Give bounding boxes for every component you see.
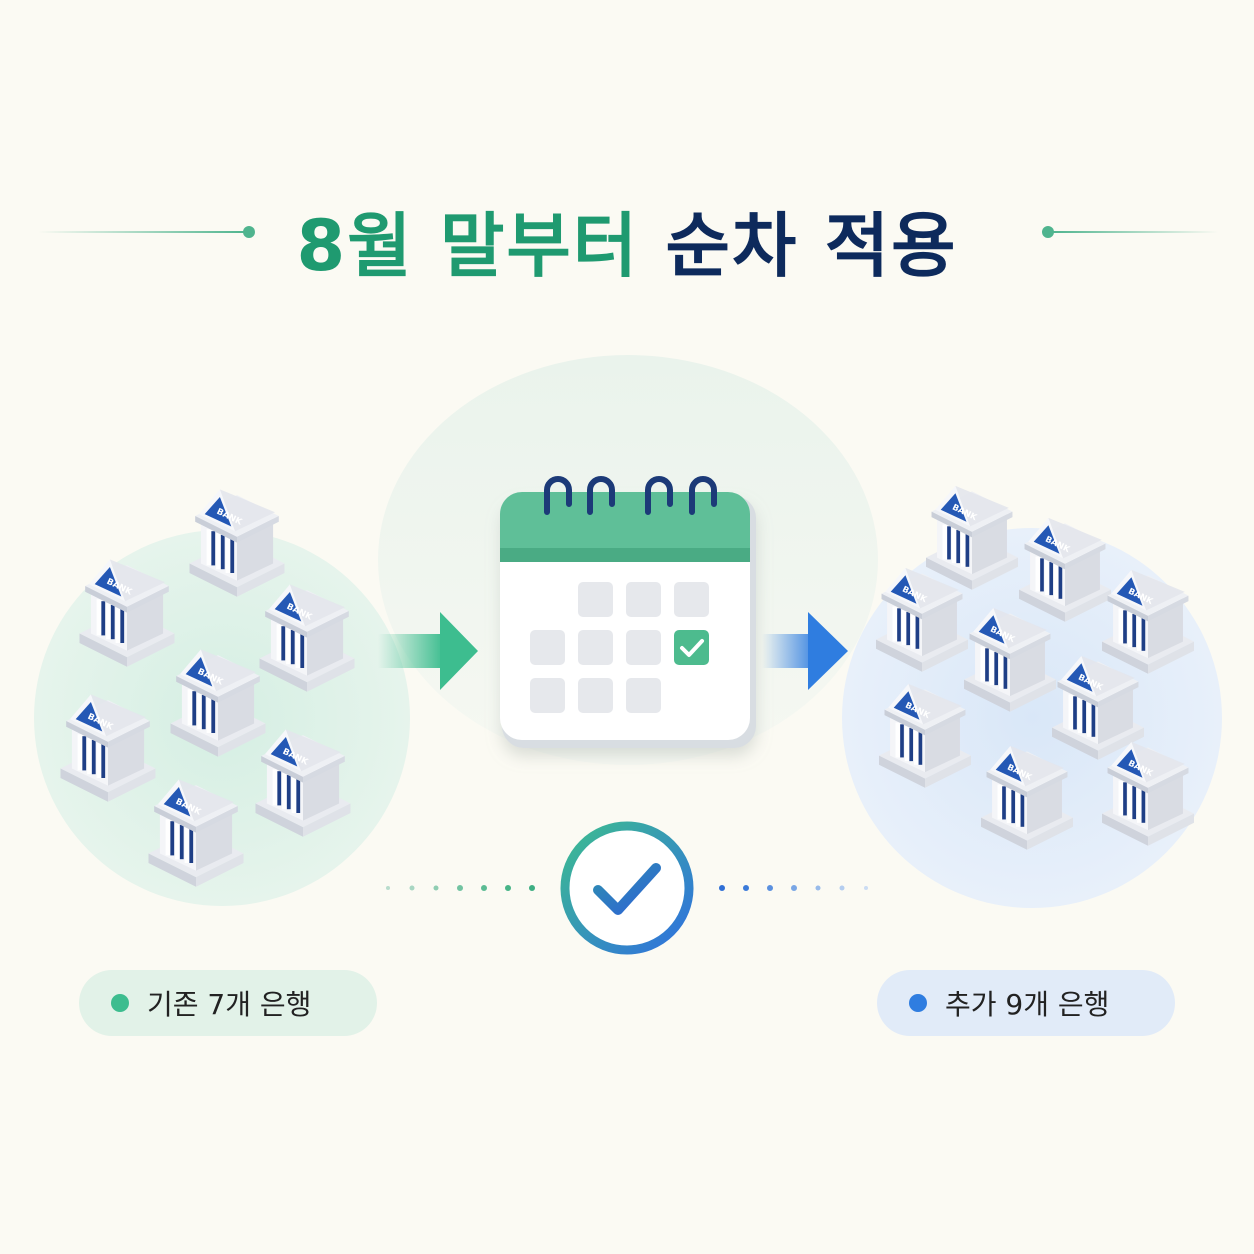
title-rule-dot-left	[243, 226, 255, 238]
bank-icon: BANK	[189, 489, 285, 597]
bank-icon: BANK	[1102, 569, 1194, 674]
check-circle-icon	[560, 821, 694, 955]
right-group-label: 추가 9개 은행	[877, 970, 1175, 1036]
title-rule-right	[1052, 231, 1218, 233]
bank-icon: BANK	[79, 559, 175, 667]
bank-icon: BANK	[148, 779, 244, 887]
title-rule-dot-right	[1042, 226, 1054, 238]
bank-icon: BANK	[1102, 741, 1194, 846]
right-group-label-text: 추가 9개 은행	[945, 988, 1110, 1021]
bank-icon: BANK	[170, 649, 266, 757]
bank-icon: BANK	[60, 694, 156, 802]
bank-icon: BANK	[964, 607, 1056, 712]
left-group-label-text: 기존 7개 은행	[147, 988, 312, 1021]
bullet-dot	[909, 994, 927, 1012]
calendar-checked-day	[674, 630, 709, 665]
bank-icon: BANK	[259, 584, 355, 692]
title-rule-left	[38, 231, 246, 233]
bank-icon: BANK	[981, 745, 1073, 850]
page-title: 8월 말부터 순차 적용	[0, 190, 1254, 291]
bank-icon: BANK	[926, 485, 1018, 590]
left-group-label: 기존 7개 은행	[79, 970, 377, 1036]
bank-icon: BANK	[876, 567, 968, 672]
arrow-right-icon	[762, 612, 848, 690]
arrow-right-icon	[378, 612, 478, 690]
dotted-line-right	[719, 885, 868, 891]
bank-icon: BANK	[1019, 517, 1111, 622]
bank-icon: BANK	[255, 729, 351, 837]
bullet-dot	[111, 994, 129, 1012]
title-rest: 순차 적용	[665, 205, 958, 287]
dotted-line-left	[386, 885, 535, 891]
bank-icon: BANK	[879, 683, 971, 788]
title-highlight: 8월 말부터	[296, 205, 640, 287]
bank-icon: BANK	[1052, 655, 1144, 760]
check-icon	[680, 639, 704, 657]
